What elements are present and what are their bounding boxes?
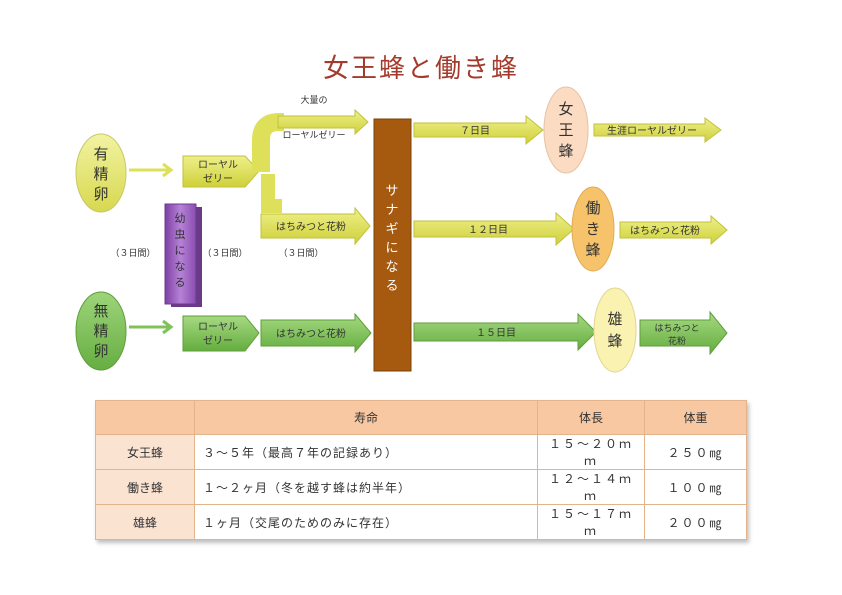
pupa-label-2: ナ xyxy=(385,203,398,218)
unfertilized-egg-label-1: 無 xyxy=(93,302,108,320)
arrow-15-days xyxy=(413,312,597,352)
worker-label-1: 働 xyxy=(585,199,600,217)
arrow-12-days xyxy=(413,211,575,247)
royal-jelly-label-1: ローヤル xyxy=(198,160,238,171)
queen-label-1: 女 xyxy=(558,100,573,118)
three-days-label-2: （３日間） xyxy=(202,248,247,259)
arrow-7-days xyxy=(413,114,544,146)
table-row: 働き蜂 １～２ヶ月（冬を越す蜂は約半年） １２～１４ｍｍ １００㎎ xyxy=(95,469,747,505)
row-length: １２～１４ｍｍ xyxy=(537,469,645,505)
pupa-label-3: ギ xyxy=(385,222,398,237)
royal-jelly-box xyxy=(182,155,260,188)
bee-comparison-table: 寿命 体長 体重 女王蜂 ３～５年（最高７年の記録あり） １５～２０ｍｍ ２５０… xyxy=(95,400,747,540)
row-lifespan: ３～５年（最高７年の記録あり） xyxy=(194,434,538,470)
pipe-to-honey xyxy=(261,174,282,213)
honey-pollen-arrow-drone xyxy=(260,312,372,354)
page-title: 女王蜂と働き蜂 xyxy=(322,54,519,84)
three-days-label-3: （３日間） xyxy=(278,248,323,259)
pupa-label-1: サ xyxy=(385,184,398,199)
table-row: 雄蜂 １ヶ月（交尾のためのみに存在） １５～１７ｍｍ ２００㎎ xyxy=(95,504,747,540)
table-header-weight: 体重 xyxy=(644,400,747,435)
unfert-royal-jelly-label-1: ローヤル xyxy=(198,322,238,333)
drone-honey-pollen-arrow xyxy=(639,310,728,356)
drone-honey-pollen-label-2: 花粉 xyxy=(668,335,686,347)
row-name: 女王蜂 xyxy=(95,434,195,470)
row-length: １５～２０ｍｍ xyxy=(537,434,645,470)
arrow-unfert-egg-to-royal xyxy=(129,319,174,335)
larva-label-4: な xyxy=(175,260,186,273)
unfert-royal-jelly-label-2: ゼリー xyxy=(203,335,233,347)
row-name: 働き蜂 xyxy=(95,469,195,505)
bee-lifecycle-diagram: 有 精 卵 無 精 卵 ローヤル ゼリー ローヤル ゼリー 大量の ローヤルゼリ… xyxy=(75,86,728,373)
drone-label-2: 蜂 xyxy=(607,332,622,350)
pipe-to-large-royal xyxy=(252,113,284,172)
row-length: １５～１７ｍｍ xyxy=(537,504,645,540)
unfert-honey-pollen-label: はちみつと花粉 xyxy=(276,327,346,340)
worker-label-3: 蜂 xyxy=(585,241,600,259)
table-header-row: 寿命 体長 体重 xyxy=(95,400,747,435)
days-7-label: ７日目 xyxy=(460,126,490,137)
table-row: 女王蜂 ３～５年（最高７年の記録あり） １５～２０ｍｍ ２５０㎎ xyxy=(95,434,747,470)
royal-jelly-label-2: ゼリー xyxy=(203,173,233,185)
fertilized-egg xyxy=(75,133,127,213)
arrow-egg-to-royal xyxy=(129,162,174,178)
pupa-label-5: な xyxy=(385,260,398,275)
lifelong-royal-jelly-arrow xyxy=(593,117,722,143)
drone-label-1: 雄 xyxy=(607,310,622,328)
large-royal-jelly-arrow xyxy=(277,108,369,136)
queen-bee xyxy=(543,86,589,174)
table-header-lifespan: 寿命 xyxy=(194,400,538,435)
drone-bee xyxy=(593,287,637,373)
worker-honey-pollen-arrow xyxy=(619,214,728,246)
table-header-length: 体長 xyxy=(537,400,645,435)
drone-honey-pollen-label-1: はちみつと xyxy=(654,323,699,334)
row-weight: ２００㎎ xyxy=(644,504,747,540)
row-weight: １００㎎ xyxy=(644,469,747,505)
unfertilized-egg-label-2: 精 xyxy=(93,322,108,340)
larva-box xyxy=(164,203,197,305)
queen-label-3: 蜂 xyxy=(558,142,573,160)
fertilized-egg-label-3: 卵 xyxy=(93,185,108,203)
large-royal-label-2: ローヤルゼリー xyxy=(282,129,345,141)
three-days-label-1: （３日間） xyxy=(110,248,155,259)
queen-label-2: 王 xyxy=(558,121,573,139)
pupa-label-4: に xyxy=(385,241,398,256)
unfertilized-egg-label-3: 卵 xyxy=(93,342,108,360)
table-header-corner xyxy=(95,400,195,435)
larva-label-2: 虫 xyxy=(175,228,186,241)
honey-pollen-label: はちみつと花粉 xyxy=(276,220,346,233)
worker-label-2: き xyxy=(585,220,600,238)
fertilized-egg-label-2: 精 xyxy=(93,165,108,183)
large-royal-label-1: 大量の xyxy=(300,94,327,106)
row-lifespan: １ヶ月（交尾のためのみに存在） xyxy=(194,504,538,540)
fertilized-egg-label-1: 有 xyxy=(93,145,108,163)
unfert-royal-jelly-box xyxy=(182,315,260,352)
days-12-label: １２日目 xyxy=(468,225,508,236)
pupa-bar xyxy=(373,118,412,372)
row-name: 雄蜂 xyxy=(95,504,195,540)
larva-label-1: 幼 xyxy=(175,212,186,225)
days-15-label: １５日目 xyxy=(476,328,516,339)
larva-label-5: る xyxy=(175,276,186,289)
row-lifespan: １～２ヶ月（冬を越す蜂は約半年） xyxy=(194,469,538,505)
larva-label-3: に xyxy=(175,244,186,257)
unfertilized-egg xyxy=(75,291,127,371)
pupa-label-6: る xyxy=(385,279,398,294)
honey-pollen-arrow-worker xyxy=(260,206,371,246)
worker-honey-pollen-label: はちみつと花粉 xyxy=(630,224,700,237)
lifelong-royal-label: 生涯ローヤルゼリー xyxy=(607,124,697,137)
worker-bee xyxy=(571,186,615,272)
row-weight: ２５０㎎ xyxy=(644,434,747,470)
